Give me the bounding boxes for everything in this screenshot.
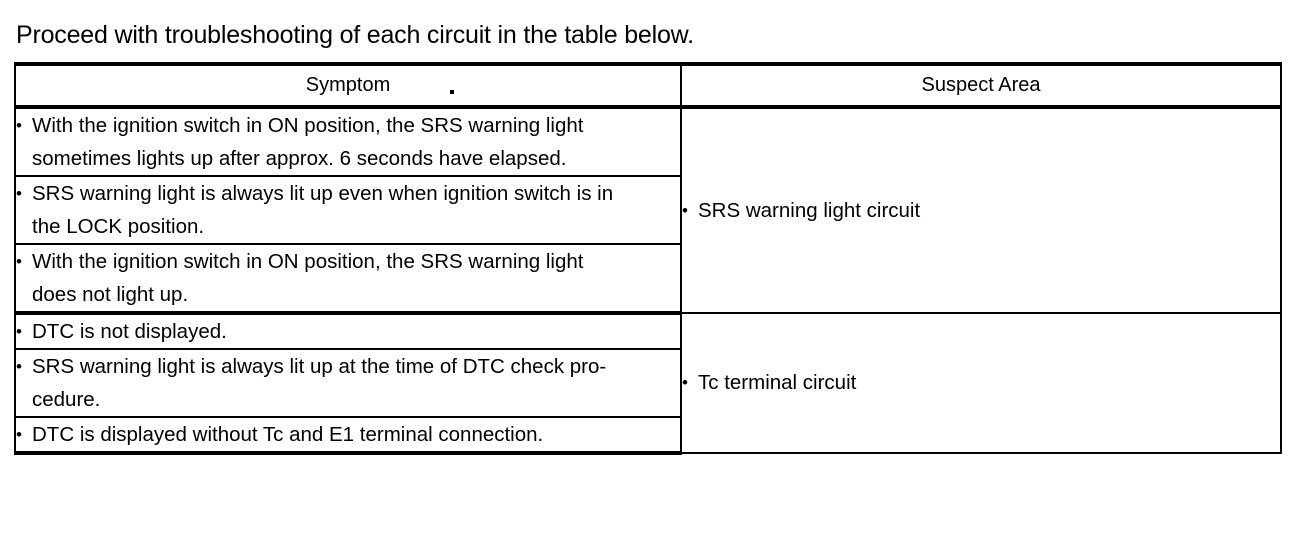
symptom-bullet: With the ignition switch in ON position,…	[16, 109, 680, 175]
header-dot-artifact	[450, 90, 454, 94]
suspect-area-bullet: Tc terminal circuit	[682, 369, 1280, 397]
intro-paragraph: Proceed with troubleshooting of each cir…	[16, 21, 694, 49]
symptom-line: sometimes lights up after approx. 6 seco…	[32, 147, 567, 170]
table-row: SRS warning light is always lit up at th…	[14, 348, 1281, 418]
symptom-cell: With the ignition switch in ON position,…	[14, 106, 682, 177]
troubleshooting-table: Symptom Suspect Area	[14, 62, 1282, 455]
symptom-line: the LOCK position.	[32, 215, 205, 238]
symptom-line: DTC is not displayed.	[32, 320, 227, 343]
symptom-line: With the ignition switch in ON position,…	[32, 250, 584, 273]
symptom-bullet: SRS warning light is always lit up even …	[16, 177, 680, 243]
symptom-line: cedure.	[32, 388, 101, 411]
symptom-bullet: With the ignition switch in ON position,…	[16, 245, 680, 311]
table-row: With the ignition switch in ON position,…	[14, 243, 1281, 315]
table-row: DTC is displayed without Tc and E1 termi…	[14, 416, 1281, 455]
symptom-line: DTC is displayed without Tc and E1 termi…	[32, 423, 544, 446]
symptom-cell: DTC is not displayed.	[14, 312, 682, 350]
table-row: With the ignition switch in ON position,…	[14, 105, 1282, 314]
suspect-area-cell: SRS warning light circuit	[680, 105, 1282, 314]
table-row: SRS warning light is always lit up even …	[14, 175, 1281, 245]
column-header-suspect-area-label: Suspect Area	[921, 74, 1041, 96]
suspect-area-label: SRS warning light circuit	[698, 198, 921, 222]
symptom-cell: With the ignition switch in ON position,…	[14, 243, 682, 315]
column-header-symptom-label: Symptom	[305, 74, 391, 96]
symptom-line: With the ignition switch in ON position,…	[32, 114, 584, 137]
troubleshooting-table-wrapper: Symptom Suspect Area	[14, 62, 1282, 455]
symptom-line: SRS warning light is always lit up at th…	[32, 355, 607, 378]
table-row: DTC is not displayed. Tc terminal circui…	[14, 312, 1282, 454]
suspect-area-bullet: SRS warning light circuit	[682, 197, 1280, 225]
symptom-bullet: DTC is displayed without Tc and E1 termi…	[16, 418, 680, 451]
column-header-symptom: Symptom	[14, 62, 682, 109]
suspect-area-cell: Tc terminal circuit	[680, 312, 1282, 454]
symptom-cell: SRS warning light is always lit up even …	[14, 175, 682, 245]
symptom-cell: DTC is displayed without Tc and E1 termi…	[14, 416, 682, 455]
symptom-line: SRS warning light is always lit up even …	[32, 182, 614, 205]
suspect-area-label: Tc terminal circuit	[698, 371, 857, 394]
symptom-line: does not light up.	[32, 283, 189, 306]
symptom-bullet: DTC is not displayed.	[16, 315, 680, 348]
symptom-bullet: SRS warning light is always lit up at th…	[16, 350, 680, 416]
symptom-cell: SRS warning light is always lit up at th…	[14, 348, 682, 418]
table-header-row: Symptom Suspect Area	[14, 62, 1282, 109]
column-header-suspect-area: Suspect Area	[680, 62, 1282, 109]
